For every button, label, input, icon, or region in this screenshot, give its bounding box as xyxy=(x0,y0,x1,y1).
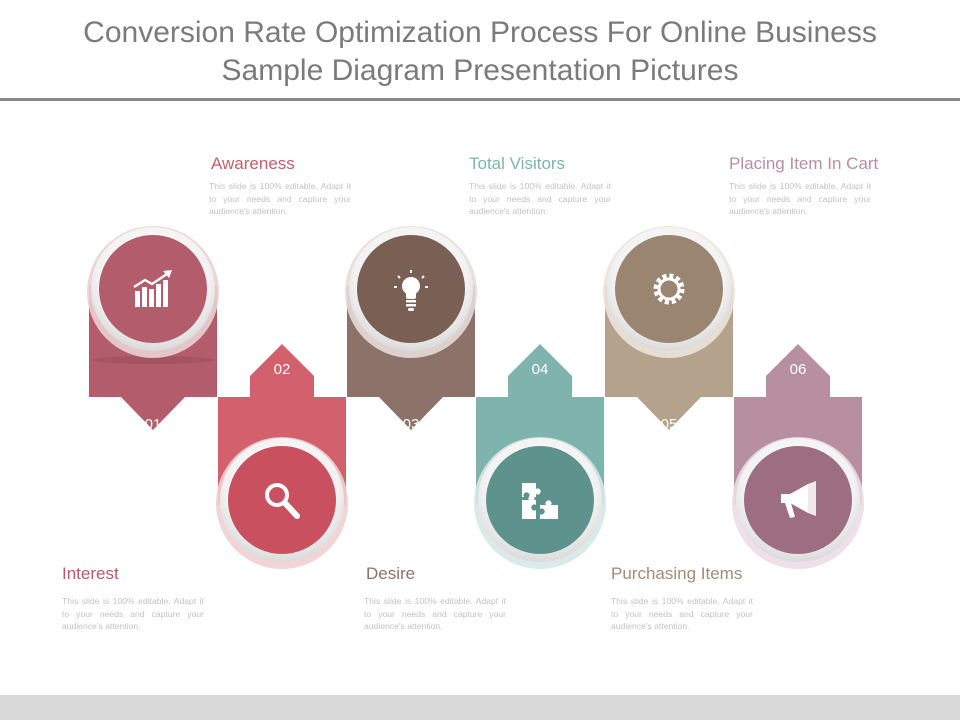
step-5-number: 05 xyxy=(661,416,678,433)
step-2-circle xyxy=(228,446,336,554)
step-1-number: 01 xyxy=(145,416,162,433)
step-1: 01 xyxy=(87,226,219,433)
title-divider xyxy=(0,98,960,101)
chart-icon xyxy=(133,270,172,307)
step-2-label: Interest xyxy=(62,564,119,583)
lightbulb-icon xyxy=(394,270,428,311)
step-3-label: Total Visitors xyxy=(469,154,566,173)
puzzle-icon xyxy=(522,483,558,519)
gear-icon xyxy=(653,273,685,305)
step-6-number: 06 xyxy=(790,361,807,378)
step-6-description: This slide is 100% editable. Adapt it to… xyxy=(611,596,753,632)
megaphone-icon xyxy=(781,481,816,518)
step-3: 03 xyxy=(345,226,477,433)
step-1-description: This slide is 100% editable. Adapt it to… xyxy=(209,181,351,217)
title-line-2: Sample Diagram Presentation Pictures xyxy=(221,54,739,87)
step-1-label: Awareness xyxy=(211,154,295,173)
step-2-number: 02 xyxy=(274,361,291,378)
step-3-description: This slide is 100% editable. Adapt it to… xyxy=(469,181,611,217)
footer-band xyxy=(0,695,960,720)
step-4: 04 xyxy=(474,344,606,569)
step-6-label: Purchasing Items xyxy=(611,564,743,583)
step-4-circle xyxy=(486,446,594,554)
step-2-description: This slide is 100% editable. Adapt it to… xyxy=(62,596,204,632)
step-3-number: 03 xyxy=(403,416,420,433)
step-6: 06 xyxy=(732,344,864,569)
step-5-circle xyxy=(615,235,723,343)
step-4-description: This slide is 100% editable. Adapt it to… xyxy=(364,596,506,632)
step-5-description: This slide is 100% editable. Adapt it to… xyxy=(729,181,871,217)
step-2: 02 xyxy=(216,344,348,569)
step-5: 05 xyxy=(603,226,735,433)
step-5-label: Placing Item In Cart xyxy=(729,154,879,173)
step-4-number: 04 xyxy=(532,361,549,378)
magnifier-icon xyxy=(265,483,300,519)
title-line-1: Conversion Rate Optimization Process For… xyxy=(83,16,877,49)
slide-title: Conversion Rate Optimization Process For… xyxy=(0,14,960,90)
step-4-label: Desire xyxy=(366,564,416,583)
